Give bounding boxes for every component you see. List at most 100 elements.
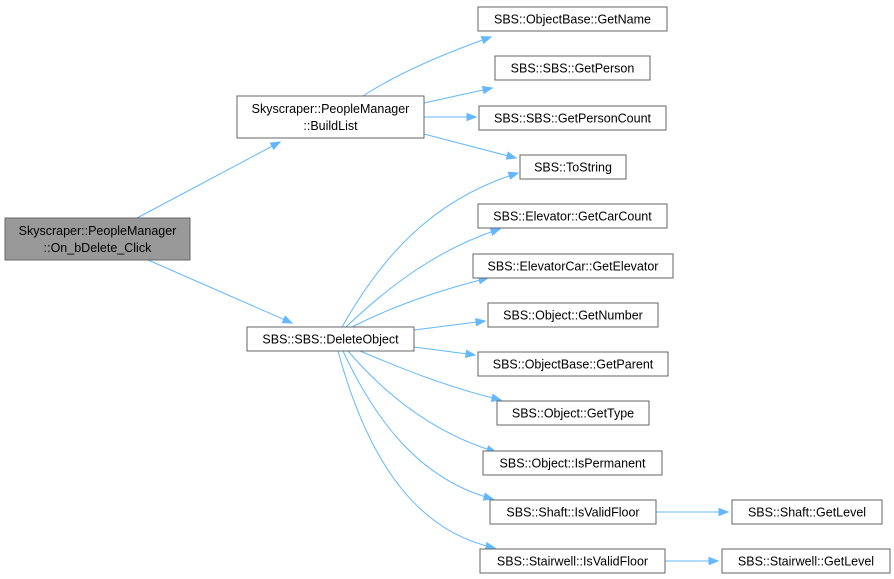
node-getparent[interactable]: SBS::ObjectBase::GetParent — [477, 351, 669, 377]
edge-deleteobject-to-getcarcount — [345, 227, 502, 328]
edge-buildlist-to-getname — [362, 36, 493, 97]
node-label: SBS::ObjectBase::GetName — [494, 13, 651, 27]
node-getelevator[interactable]: SBS::ElevatorCar::GetElevator — [472, 253, 674, 279]
node-getperson[interactable]: SBS::SBS::GetPerson — [494, 55, 651, 81]
edge-stairisvalid-to-stairgetlevel — [665, 556, 720, 566]
node-label: Skyscraper::PeopleManager — [252, 102, 410, 116]
node-ispermanent[interactable]: SBS::Object::IsPermanent — [482, 450, 663, 476]
arrow-head-icon — [465, 349, 477, 358]
arrow-head-icon — [269, 141, 282, 151]
node-label: Skyscraper::PeopleManager — [19, 224, 177, 238]
edge-line — [136, 141, 281, 219]
node-deleteobject[interactable]: SBS::SBS::DeleteObject — [246, 326, 415, 352]
edge-line — [423, 87, 493, 104]
node-label: SBS::Object::GetType — [512, 407, 634, 421]
node-box[interactable] — [246, 326, 415, 352]
edge-line — [347, 350, 497, 453]
node-label: SBS::Stairwell::IsValidFloor — [497, 555, 648, 569]
edge-line — [337, 350, 496, 549]
node-label: SBS::Stairwell::GetLevel — [738, 555, 874, 569]
edge-root-to-deleteobject — [147, 259, 294, 324]
arrow-head-icon — [505, 151, 518, 160]
edge-line — [341, 172, 519, 328]
edge-line — [413, 346, 476, 356]
node-box[interactable] — [477, 351, 669, 377]
arrow-head-icon — [480, 36, 493, 45]
node-box[interactable] — [477, 203, 668, 229]
node-stairisvalid[interactable]: SBS::Stairwell::IsValidFloor — [479, 548, 666, 574]
node-box[interactable] — [721, 548, 891, 574]
node-box[interactable] — [519, 154, 627, 180]
node-box[interactable] — [236, 95, 425, 139]
edge-deleteobject-to-shaftisvalid — [342, 350, 495, 501]
node-label: ::On_bDelete_Click — [44, 241, 152, 255]
node-box[interactable] — [479, 548, 666, 574]
edge-deleteobject-to-gettype — [359, 350, 503, 402]
edge-buildlist-to-getperson — [423, 85, 494, 104]
node-label: SBS::Object::GetNumber — [503, 309, 643, 323]
edge-line — [423, 133, 517, 159]
edge-deleteobject-to-stairisvalid — [337, 350, 497, 551]
node-buildlist[interactable]: Skyscraper::PeopleManager::BuildList — [236, 95, 425, 139]
node-getnumber[interactable]: SBS::Object::GetNumber — [487, 302, 659, 328]
edge-buildlist-to-getpersoncount — [424, 112, 478, 122]
edge-deleteobject-to-tostring — [341, 171, 520, 328]
edge-line — [359, 350, 502, 401]
edge-buildlist-to-tostring — [423, 133, 518, 160]
node-shaftisvalid[interactable]: SBS::Shaft::IsValidFloor — [489, 499, 657, 525]
node-label: SBS::Object::IsPermanent — [500, 457, 646, 471]
node-label: SBS::Shaft::GetLevel — [748, 506, 866, 520]
arrow-head-icon — [466, 112, 478, 122]
node-label: SBS::SBS::GetPersonCount — [494, 112, 652, 126]
node-label: SBS::ToString — [534, 161, 612, 175]
node-label: SBS::ElevatorCar::GetElevator — [488, 260, 659, 274]
node-box[interactable] — [472, 253, 674, 279]
node-box[interactable] — [494, 55, 651, 81]
edges-layer — [136, 36, 730, 566]
arrow-head-icon — [490, 393, 503, 402]
nodes-layer: Skyscraper::PeopleManager::On_bDelete_Cl… — [4, 6, 891, 574]
node-box[interactable] — [482, 450, 663, 476]
node-label: SBS::SBS::GetPerson — [511, 62, 635, 76]
arrow-head-icon — [708, 556, 720, 566]
node-label: ::BuildList — [303, 119, 358, 133]
node-box[interactable] — [489, 499, 657, 525]
node-box[interactable] — [4, 217, 191, 261]
edge-line — [342, 350, 494, 500]
node-box[interactable] — [496, 400, 650, 426]
node-box[interactable] — [487, 302, 659, 328]
edge-line — [413, 320, 486, 331]
node-getname[interactable]: SBS::ObjectBase::GetName — [477, 6, 668, 32]
node-getcarcount[interactable]: SBS::Elevator::GetCarCount — [477, 203, 668, 229]
edge-line — [345, 228, 501, 328]
node-label: SBS::ObjectBase::GetParent — [493, 358, 654, 372]
node-label: SBS::Shaft::IsValidFloor — [506, 506, 639, 520]
edge-deleteobject-to-getparent — [413, 346, 477, 358]
node-box[interactable] — [478, 105, 667, 131]
edge-line — [147, 259, 293, 324]
node-box[interactable] — [477, 6, 668, 32]
node-stairgetlevel[interactable]: SBS::Stairwell::GetLevel — [721, 548, 891, 574]
arrow-head-icon — [489, 227, 502, 236]
node-getpersoncount[interactable]: SBS::SBS::GetPersonCount — [478, 105, 667, 131]
node-gettype[interactable]: SBS::Object::GetType — [496, 400, 650, 426]
arrow-head-icon — [482, 492, 495, 501]
edge-line — [362, 36, 492, 97]
edge-shaftisvalid-to-shaftgetlevel — [656, 507, 730, 517]
edge-line — [351, 277, 489, 328]
node-box[interactable] — [731, 499, 883, 525]
edge-deleteobject-to-getnumber — [413, 318, 487, 331]
edge-root-to-buildlist — [136, 141, 282, 219]
node-label: SBS::SBS::DeleteObject — [262, 333, 399, 347]
edge-deleteobject-to-getelevator — [351, 276, 490, 328]
node-tostring[interactable]: SBS::ToString — [519, 154, 627, 180]
arrow-head-icon — [507, 171, 520, 180]
node-shaftgetlevel[interactable]: SBS::Shaft::GetLevel — [731, 499, 883, 525]
node-root[interactable]: Skyscraper::PeopleManager::On_bDelete_Cl… — [4, 217, 191, 261]
arrow-head-icon — [481, 85, 494, 95]
arrow-head-icon — [281, 315, 294, 324]
node-label: SBS::Elevator::GetCarCount — [493, 210, 652, 224]
arrow-head-icon — [718, 507, 730, 517]
arrow-head-icon — [475, 318, 487, 327]
